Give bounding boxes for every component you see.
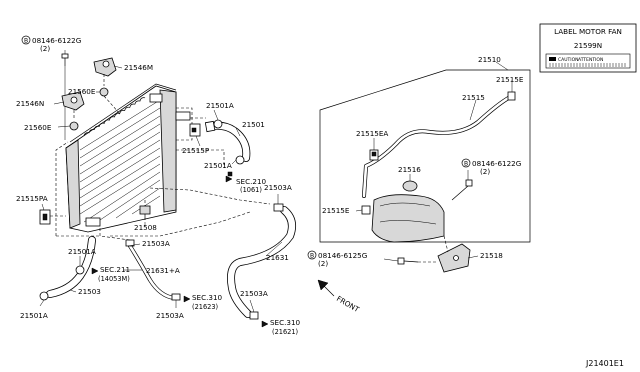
clamp-21503A-center bbox=[125, 239, 135, 247]
callout-sec310-a: SEC.310 bbox=[192, 293, 223, 302]
callout-21560E-top: 21560E bbox=[68, 87, 96, 96]
callout-21515EA: 21515EA bbox=[356, 129, 388, 138]
callout-21515E-top: 21515E bbox=[496, 75, 524, 84]
leader-lines bbox=[39, 50, 585, 313]
clamp-21503A-right-bottom bbox=[249, 311, 259, 320]
callout-21515PA: 21515PA bbox=[16, 194, 48, 203]
reservoir-group-frame bbox=[319, 69, 531, 243]
cap-21516 bbox=[402, 180, 418, 192]
diagram-code: J21401E1 bbox=[585, 359, 624, 368]
callout-21501A-top: 21501A bbox=[206, 101, 234, 110]
callout-front: FRONT bbox=[335, 294, 361, 314]
clamp-21503A-right-top bbox=[273, 203, 284, 212]
bolt-symbol-right: B bbox=[461, 158, 471, 168]
clip-21515E-left bbox=[361, 205, 371, 215]
callout-bolt-top-left: 08146-6122G bbox=[32, 36, 81, 45]
callout-21631: 21631 bbox=[266, 253, 289, 262]
callout-21503A-right-bottom: 21503A bbox=[240, 289, 268, 298]
svg-text:B: B bbox=[310, 253, 314, 260]
bolt-right bbox=[451, 179, 473, 201]
reservoir-tank bbox=[371, 194, 445, 243]
callout-sec310-b-ref: (21621) bbox=[272, 328, 298, 336]
callout-bolt-bottom-qty: (2) bbox=[318, 259, 328, 268]
radiator-core bbox=[79, 99, 161, 223]
bracket-21515PA bbox=[39, 209, 51, 225]
bracket-21546N bbox=[61, 91, 85, 111]
label-box-part: 21599N bbox=[574, 41, 602, 50]
clamp-21501A-bottom bbox=[39, 291, 49, 301]
arrow-sec310-a bbox=[183, 295, 191, 303]
clamp-21503A-bottom bbox=[171, 293, 181, 301]
radiator bbox=[65, 83, 191, 233]
callout-21516: 21516 bbox=[398, 165, 421, 174]
bracket-21518 bbox=[437, 243, 471, 273]
callout-21501: 21501 bbox=[242, 120, 265, 129]
callout-21501A-bottom: 21501A bbox=[20, 311, 48, 320]
callout-sec211-ref: (14053M) bbox=[98, 275, 130, 283]
callout-sec210: SEC.210 bbox=[236, 177, 267, 186]
callout-21503A-right-top: 21503A bbox=[264, 183, 292, 192]
callout-21546M: 21546M bbox=[124, 63, 153, 72]
callout-bolt-bottom: 08146-6125G bbox=[318, 251, 367, 260]
callout-bolt-top-left-qty: (2) bbox=[40, 44, 50, 53]
arrow-sec210 bbox=[225, 175, 233, 183]
arrow-sec211 bbox=[91, 267, 99, 275]
callout-21503A-center: 21503A bbox=[142, 239, 170, 248]
clamp-21501A-lower bbox=[75, 265, 85, 275]
grommet-21560E-top bbox=[99, 87, 109, 97]
label-box-title: LABEL MOTOR FAN bbox=[554, 27, 622, 36]
clip-21515P bbox=[189, 123, 201, 137]
hose-21631A bbox=[128, 244, 176, 300]
bolt-symbol-bottom: B bbox=[307, 250, 317, 260]
bolt-symbol-top-left: B bbox=[21, 35, 31, 45]
callout-sec310-a-ref: (21623) bbox=[192, 303, 218, 311]
clip-21515EA bbox=[369, 149, 379, 161]
radiator-guide-line bbox=[55, 141, 69, 236]
callout-21503: 21503 bbox=[78, 287, 101, 296]
callout-21560E-left: 21560E bbox=[24, 123, 52, 132]
callout-21501A-lower: 21501A bbox=[68, 247, 96, 256]
callout-21510: 21510 bbox=[478, 55, 501, 64]
upper-hose-21501 bbox=[204, 120, 251, 162]
callout-21503A-bottom: 21503A bbox=[156, 311, 184, 320]
callout-sec210-ref: (1061) bbox=[240, 186, 262, 194]
callout-21518: 21518 bbox=[480, 251, 503, 260]
clip-21515E-top bbox=[507, 91, 516, 101]
callout-21515: 21515 bbox=[462, 93, 485, 102]
callout-21508: 21508 bbox=[134, 223, 157, 232]
callout-21546N: 21546N bbox=[16, 99, 44, 108]
callout-21631A: 21631+A bbox=[146, 266, 180, 275]
callout-21501A-mid: 21501A bbox=[204, 161, 232, 170]
label-attention-text: ATTENTION bbox=[578, 57, 603, 63]
label-caution-text: CAUTION bbox=[558, 57, 579, 63]
grommet-21560E-left bbox=[69, 121, 79, 131]
bolt-bottom bbox=[397, 257, 419, 265]
callout-21515E-left: 21515E bbox=[322, 206, 350, 215]
bracket-21546M bbox=[93, 57, 117, 77]
callout-21515P: 21515P bbox=[182, 146, 210, 155]
svg-text:B: B bbox=[24, 38, 28, 45]
callout-bolt-right-qty: (2) bbox=[480, 167, 490, 176]
callout-bolt-right: 08146-6122G bbox=[472, 159, 521, 168]
label-motor-fan-box: LABEL MOTOR FAN 21599N CAUTION ATTENTION bbox=[539, 23, 637, 73]
front-direction-arrow bbox=[317, 279, 335, 297]
hose-21631 bbox=[227, 206, 296, 318]
svg-text:B: B bbox=[464, 161, 468, 168]
clamp-21501A-mid bbox=[227, 155, 245, 177]
callout-sec211: SEC.211 bbox=[100, 265, 130, 274]
callout-sec310-b: SEC.310 bbox=[270, 318, 301, 327]
arrow-sec310-b bbox=[261, 320, 269, 328]
lower-hose-21503 bbox=[46, 236, 96, 298]
hose-21515 bbox=[362, 94, 514, 198]
clamp-21501A-top bbox=[213, 119, 223, 129]
